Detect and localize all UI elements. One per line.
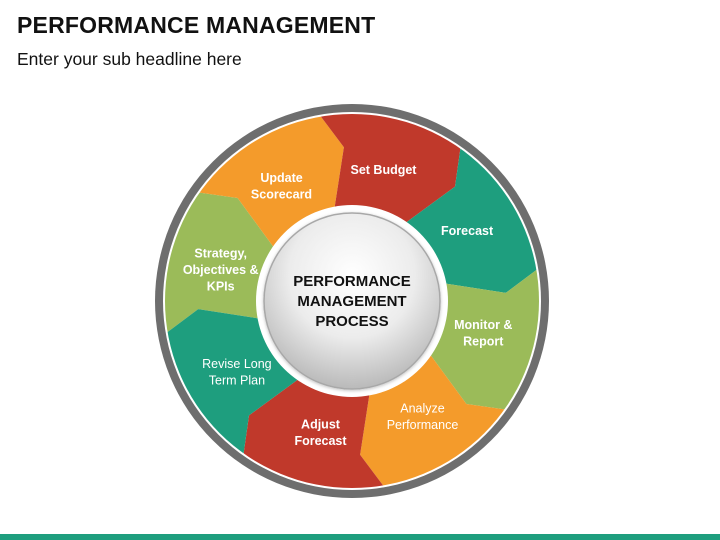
segment-revise-plan <box>165 309 313 488</box>
segment-label-set-budget: Set Budget <box>351 163 418 177</box>
segment-label-forecast: Forecast <box>441 224 494 238</box>
page-title: PERFORMANCE MANAGEMENT <box>17 12 376 38</box>
center-hub <box>263 212 441 390</box>
segment-label-monitor-report: Monitor &Report <box>454 318 512 349</box>
bottom-accent-bar <box>0 534 720 540</box>
segment-label-strategy: Strategy,Objectives &KPIs <box>183 247 259 294</box>
segment-forecast <box>391 114 539 293</box>
segment-analyze-performance <box>360 340 539 488</box>
page-subtitle: Enter your sub headline here <box>17 49 242 69</box>
segment-update-scorecard <box>165 114 344 262</box>
